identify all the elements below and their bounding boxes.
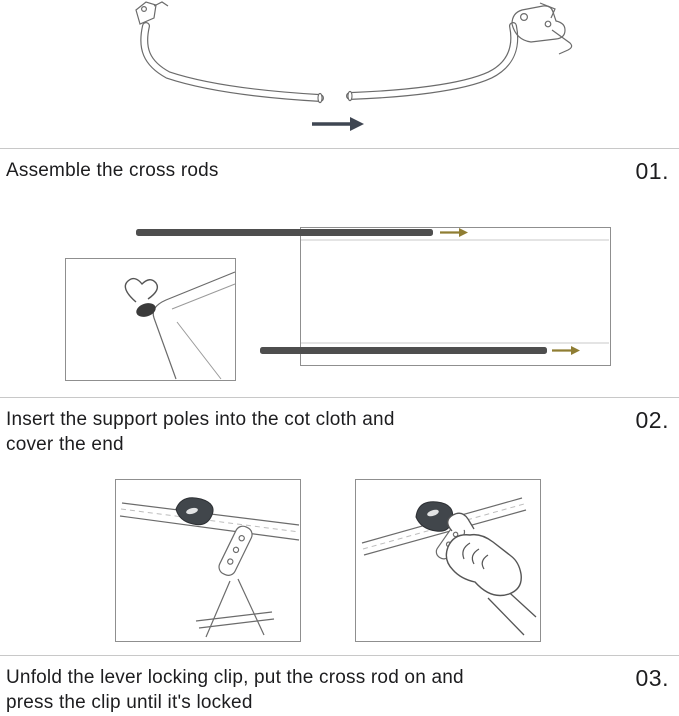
left-clamp	[135, 1, 169, 25]
divider	[0, 148, 679, 149]
right-lever-clamp	[511, 2, 573, 55]
hand-press-detail-box	[355, 479, 541, 642]
step-3-caption: Unfold the lever locking clip, put the c…	[6, 667, 464, 714]
step-2-caption: Insert the support poles into the cot cl…	[6, 409, 395, 456]
divider	[0, 397, 679, 398]
end-cap	[124, 277, 159, 317]
end-cap-detail-box	[65, 258, 236, 381]
cot-cloth	[300, 227, 611, 366]
step-1-caption: Assemble the cross rods	[6, 160, 219, 181]
step-2-number: 02.	[635, 407, 669, 433]
top-pole-insert-arrow-icon	[440, 228, 468, 237]
step-1-row: Assemble the cross rods 01.	[0, 149, 679, 210]
locking-clip	[175, 497, 214, 526]
step-1-number: 01.	[635, 158, 669, 184]
step-2-row: Insert the support poles into the cot cl…	[0, 398, 679, 465]
bottom-pole-insert-arrow-icon	[552, 346, 580, 355]
clip-detail-box	[115, 479, 301, 642]
cap-loop	[124, 277, 159, 303]
cross-rod-illustration	[135, 1, 573, 131]
top-support-pole	[136, 229, 433, 236]
lever-mechanism	[218, 525, 253, 576]
step1-direction-arrow-icon	[312, 117, 364, 131]
pole-insert-illustration	[65, 227, 611, 381]
step-3-row: Unfold the lever locking clip, put the c…	[0, 656, 679, 716]
locking-clip-illustration	[115, 479, 541, 642]
step-3-number: 03.	[635, 665, 669, 691]
cross-rod-left-half	[140, 22, 324, 104]
cross-rod-right-half	[346, 22, 519, 102]
divider	[0, 655, 679, 656]
hand	[445, 512, 537, 636]
bottom-support-pole	[260, 347, 547, 354]
